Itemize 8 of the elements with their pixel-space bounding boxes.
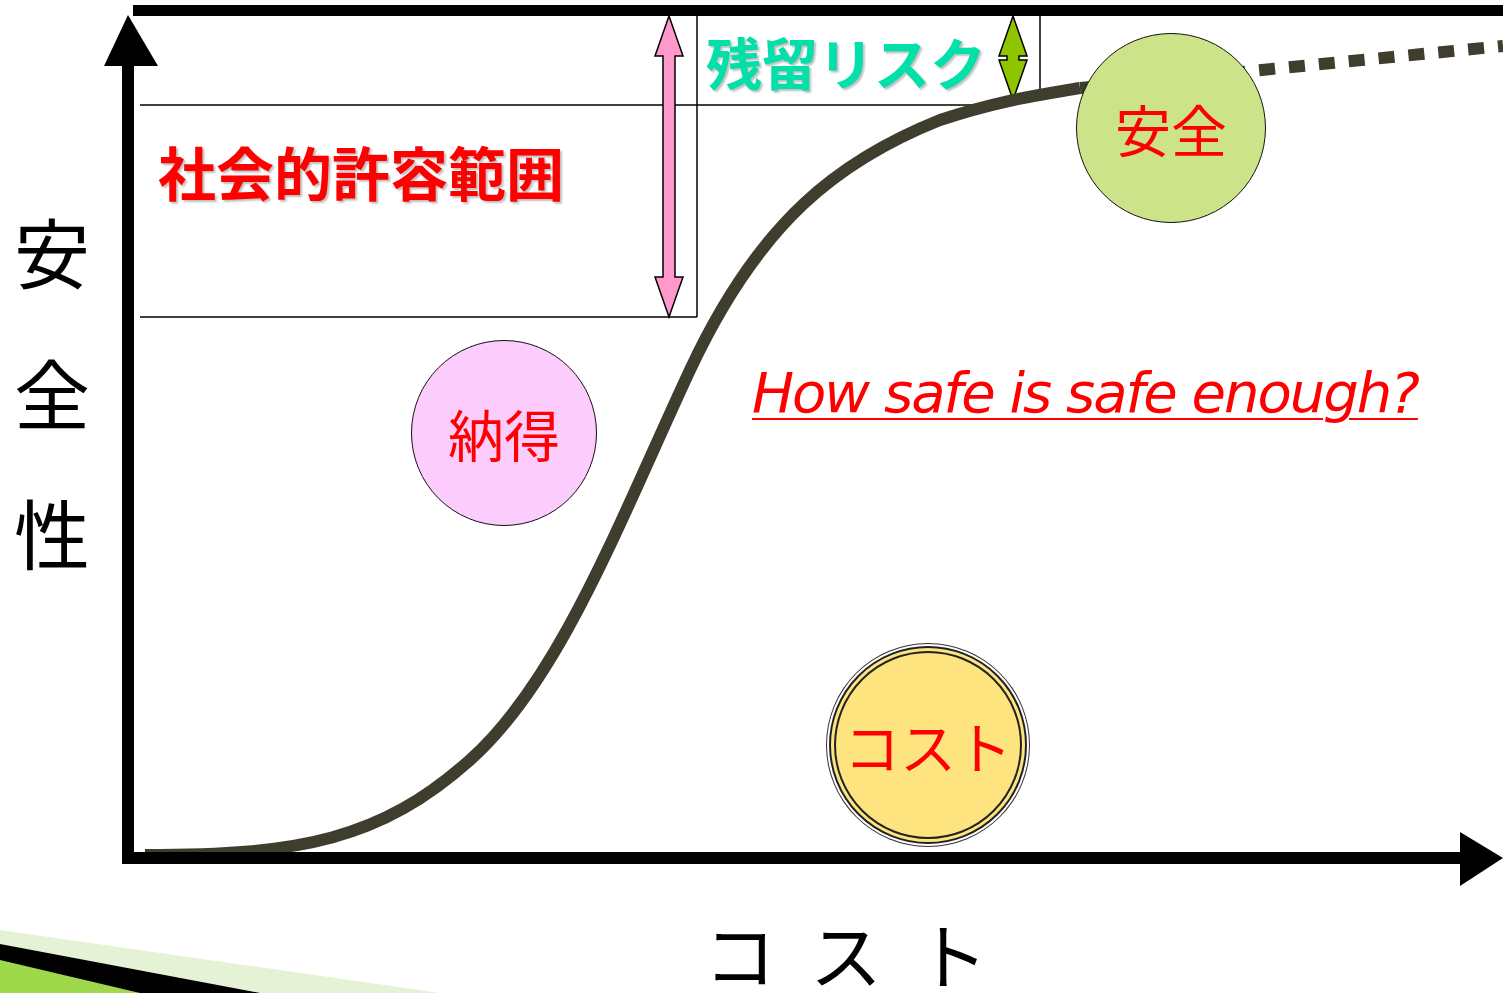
region-label: 社会的許容範囲 — [158, 140, 564, 204]
axis-label: 安全性 — [14, 194, 90, 589]
region-label: 残留リスク — [706, 30, 986, 92]
circle-label: 安全 — [1115, 100, 1227, 156]
circle-label: 納得 — [448, 405, 560, 461]
axis-label: コスト — [704, 912, 1022, 992]
circle-label: コスト — [844, 717, 1012, 773]
question-text: How safe is safe enough? — [752, 362, 1418, 424]
